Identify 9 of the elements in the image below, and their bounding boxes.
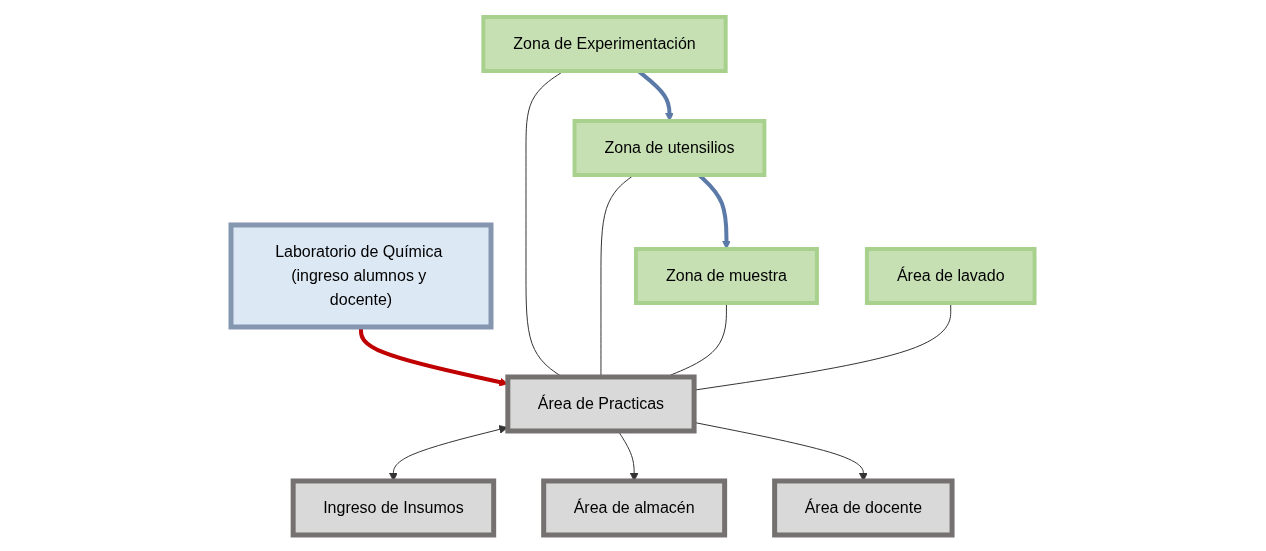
node-box: Ingreso de Insumos (290, 478, 497, 537)
node-box: Área de almacén (541, 478, 728, 537)
node-box: Área de lavado (865, 246, 1037, 305)
node-box: Área de Practicas (505, 374, 697, 433)
node-box: Zona de utensilios (572, 118, 767, 177)
node-box: Área de docente (772, 478, 955, 537)
node-box: Laboratorio de Química (ingreso alumnos y docente) (228, 222, 494, 329)
node-box: Zona de muestra (634, 246, 820, 305)
node-box: Zona de Experimentación (481, 14, 728, 73)
